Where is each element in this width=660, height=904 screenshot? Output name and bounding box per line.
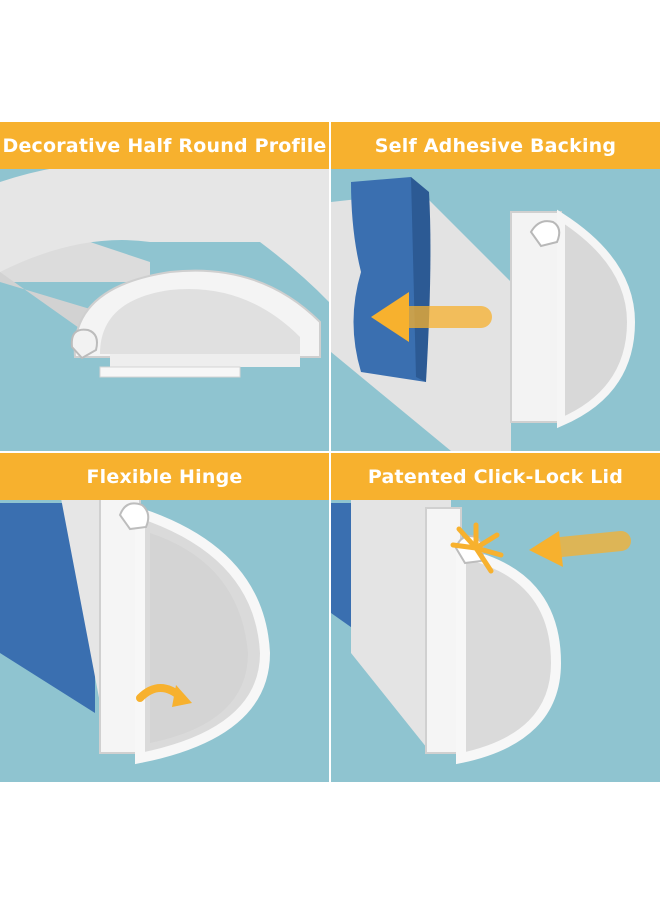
adhesive-tape [0, 503, 95, 713]
panel-title: Self Adhesive Backing [331, 122, 660, 169]
click-burst-icon [450, 522, 504, 574]
arrow-left-icon [371, 292, 492, 342]
rotate-arrow-icon [136, 684, 192, 707]
panel-half-round-profile: Decorative Half Round Profile [0, 122, 329, 451]
panel-title: Patented Click-Lock Lid [331, 453, 660, 500]
half-round-channel-illustration [0, 162, 329, 378]
arrow-left-icon [529, 531, 631, 567]
panel-click-lock-lid: Patented Click-Lock Lid [331, 453, 660, 782]
adhesive-backing-illustration [331, 177, 636, 451]
flexible-hinge-illustration [0, 493, 271, 765]
panel-title: Flexible Hinge [0, 453, 329, 500]
panel-flexible-hinge: Flexible Hinge [0, 453, 329, 782]
click-lock-lid-illustration [331, 493, 631, 765]
panel-title: Decorative Half Round Profile [0, 122, 329, 169]
panel-self-adhesive-backing: Self Adhesive Backing [331, 122, 660, 451]
